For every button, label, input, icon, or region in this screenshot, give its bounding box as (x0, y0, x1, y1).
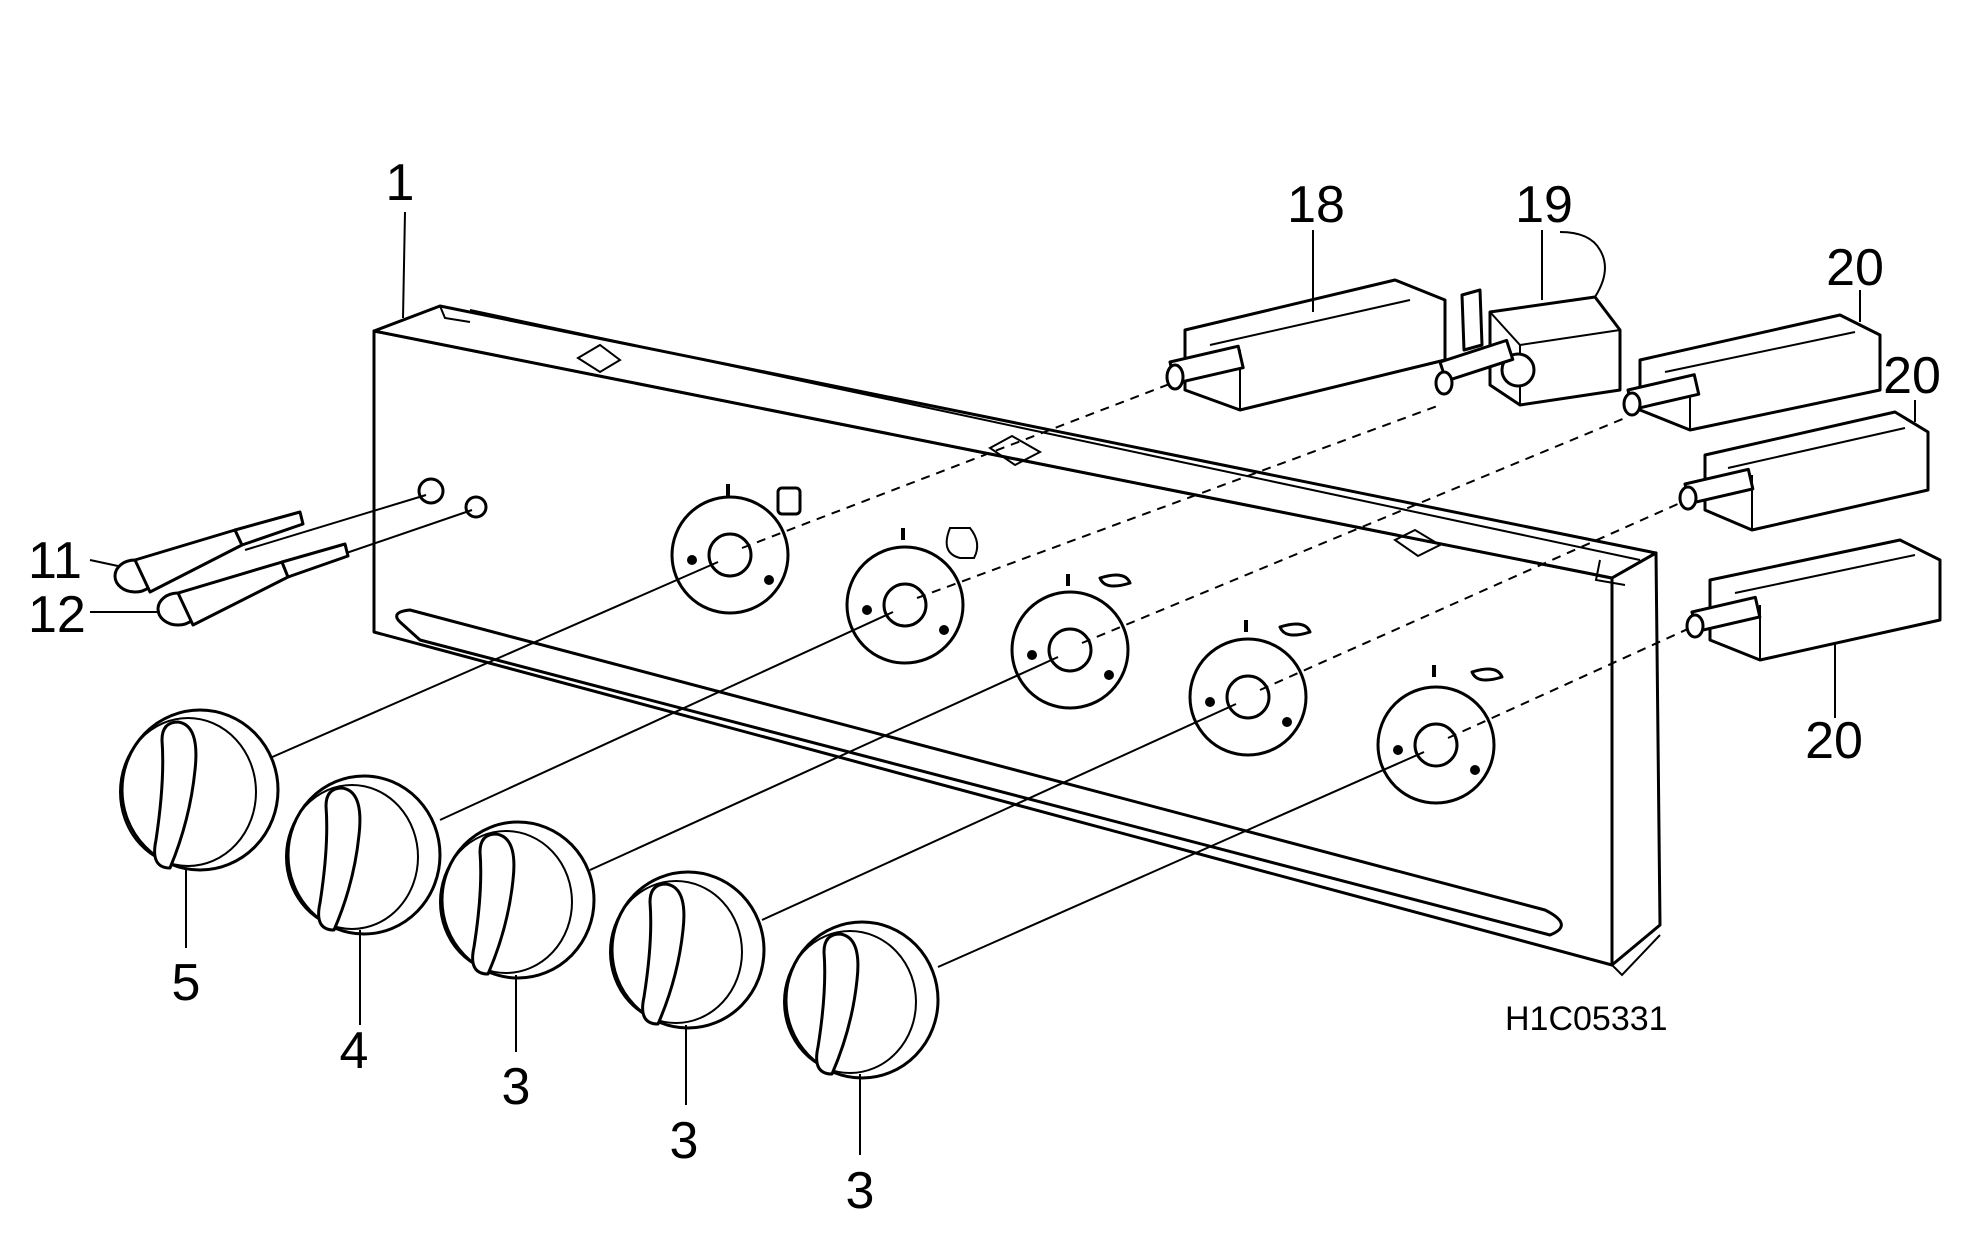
temperature-symbol-icon (945, 527, 979, 559)
gas-valve-18 (1165, 278, 1447, 412)
indicator-lamp-11 (113, 510, 305, 594)
assembly-lines (244, 379, 1691, 968)
oven-symbol-icon (776, 486, 802, 516)
burner-symbol-icon (1098, 573, 1132, 588)
callout-lamp-11: 11 (28, 532, 82, 590)
callout-valve-18: 18 (1287, 176, 1345, 234)
callout-knob-5: 5 (172, 954, 201, 1012)
control-knob-3b (609, 870, 766, 1030)
control-knob-3a (439, 820, 596, 980)
thermostat-19 (1434, 231, 1622, 407)
callout-knob-3c: 3 (846, 1162, 875, 1220)
knob-bezel (1376, 665, 1496, 805)
knob-bezel (845, 528, 965, 665)
gas-valve-20a (1622, 313, 1882, 432)
callout-knob-3a: 3 (502, 1058, 531, 1116)
gas-valve-20b (1678, 410, 1930, 532)
control-knob-5 (119, 708, 280, 872)
knob-bezel (670, 484, 790, 615)
knob-bezel (1188, 620, 1308, 757)
knob-bezel (1010, 574, 1130, 710)
callout-knob-4: 4 (340, 1022, 369, 1080)
gas-valve-20c (1685, 538, 1942, 662)
control-knob-4 (285, 774, 442, 936)
lamp-hole-12 (464, 495, 488, 519)
lamp-hole-11 (417, 477, 445, 505)
callout-panel: 1 (386, 154, 415, 212)
callout-valve-20c: 20 (1805, 712, 1863, 770)
control-knob-3c (783, 920, 940, 1080)
burner-symbol-icon (1278, 622, 1312, 637)
callout-valve-20b: 20 (1883, 347, 1941, 405)
callout-valve-20a: 20 (1826, 239, 1884, 297)
callout-lamp-12: 12 (28, 586, 86, 644)
callout-knob-3b: 3 (670, 1112, 699, 1170)
leader-lines (89, 211, 1916, 1155)
indicator-lamp-12 (156, 542, 350, 627)
burner-symbol-icon (1470, 667, 1504, 682)
callout-thermostat-19: 19 (1515, 176, 1573, 234)
drawing-code: H1C05331 (1505, 1000, 1668, 1038)
